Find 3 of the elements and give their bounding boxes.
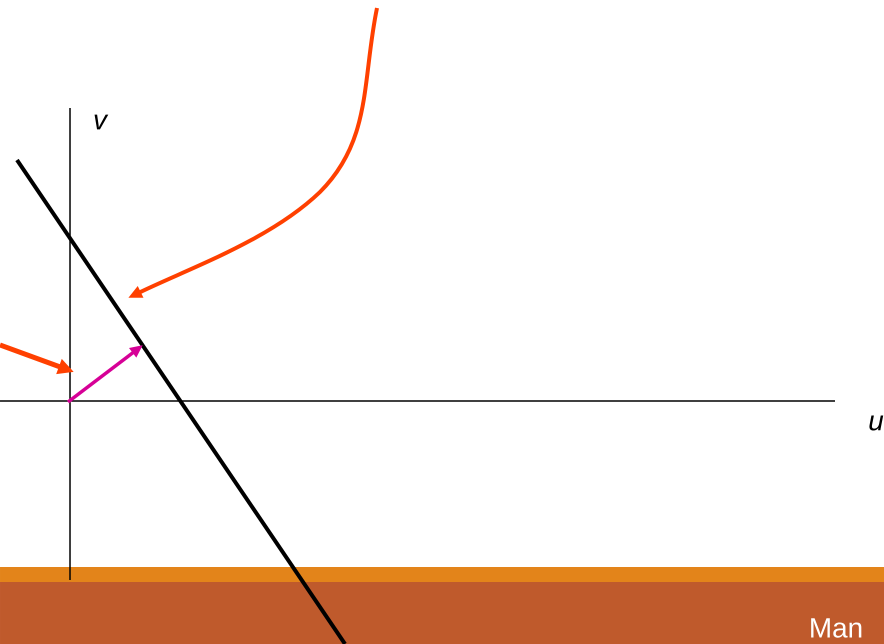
axis-label: v: [94, 114, 108, 130]
axis-label: u: [869, 416, 884, 430]
footer-text: Man: [811, 618, 862, 638]
